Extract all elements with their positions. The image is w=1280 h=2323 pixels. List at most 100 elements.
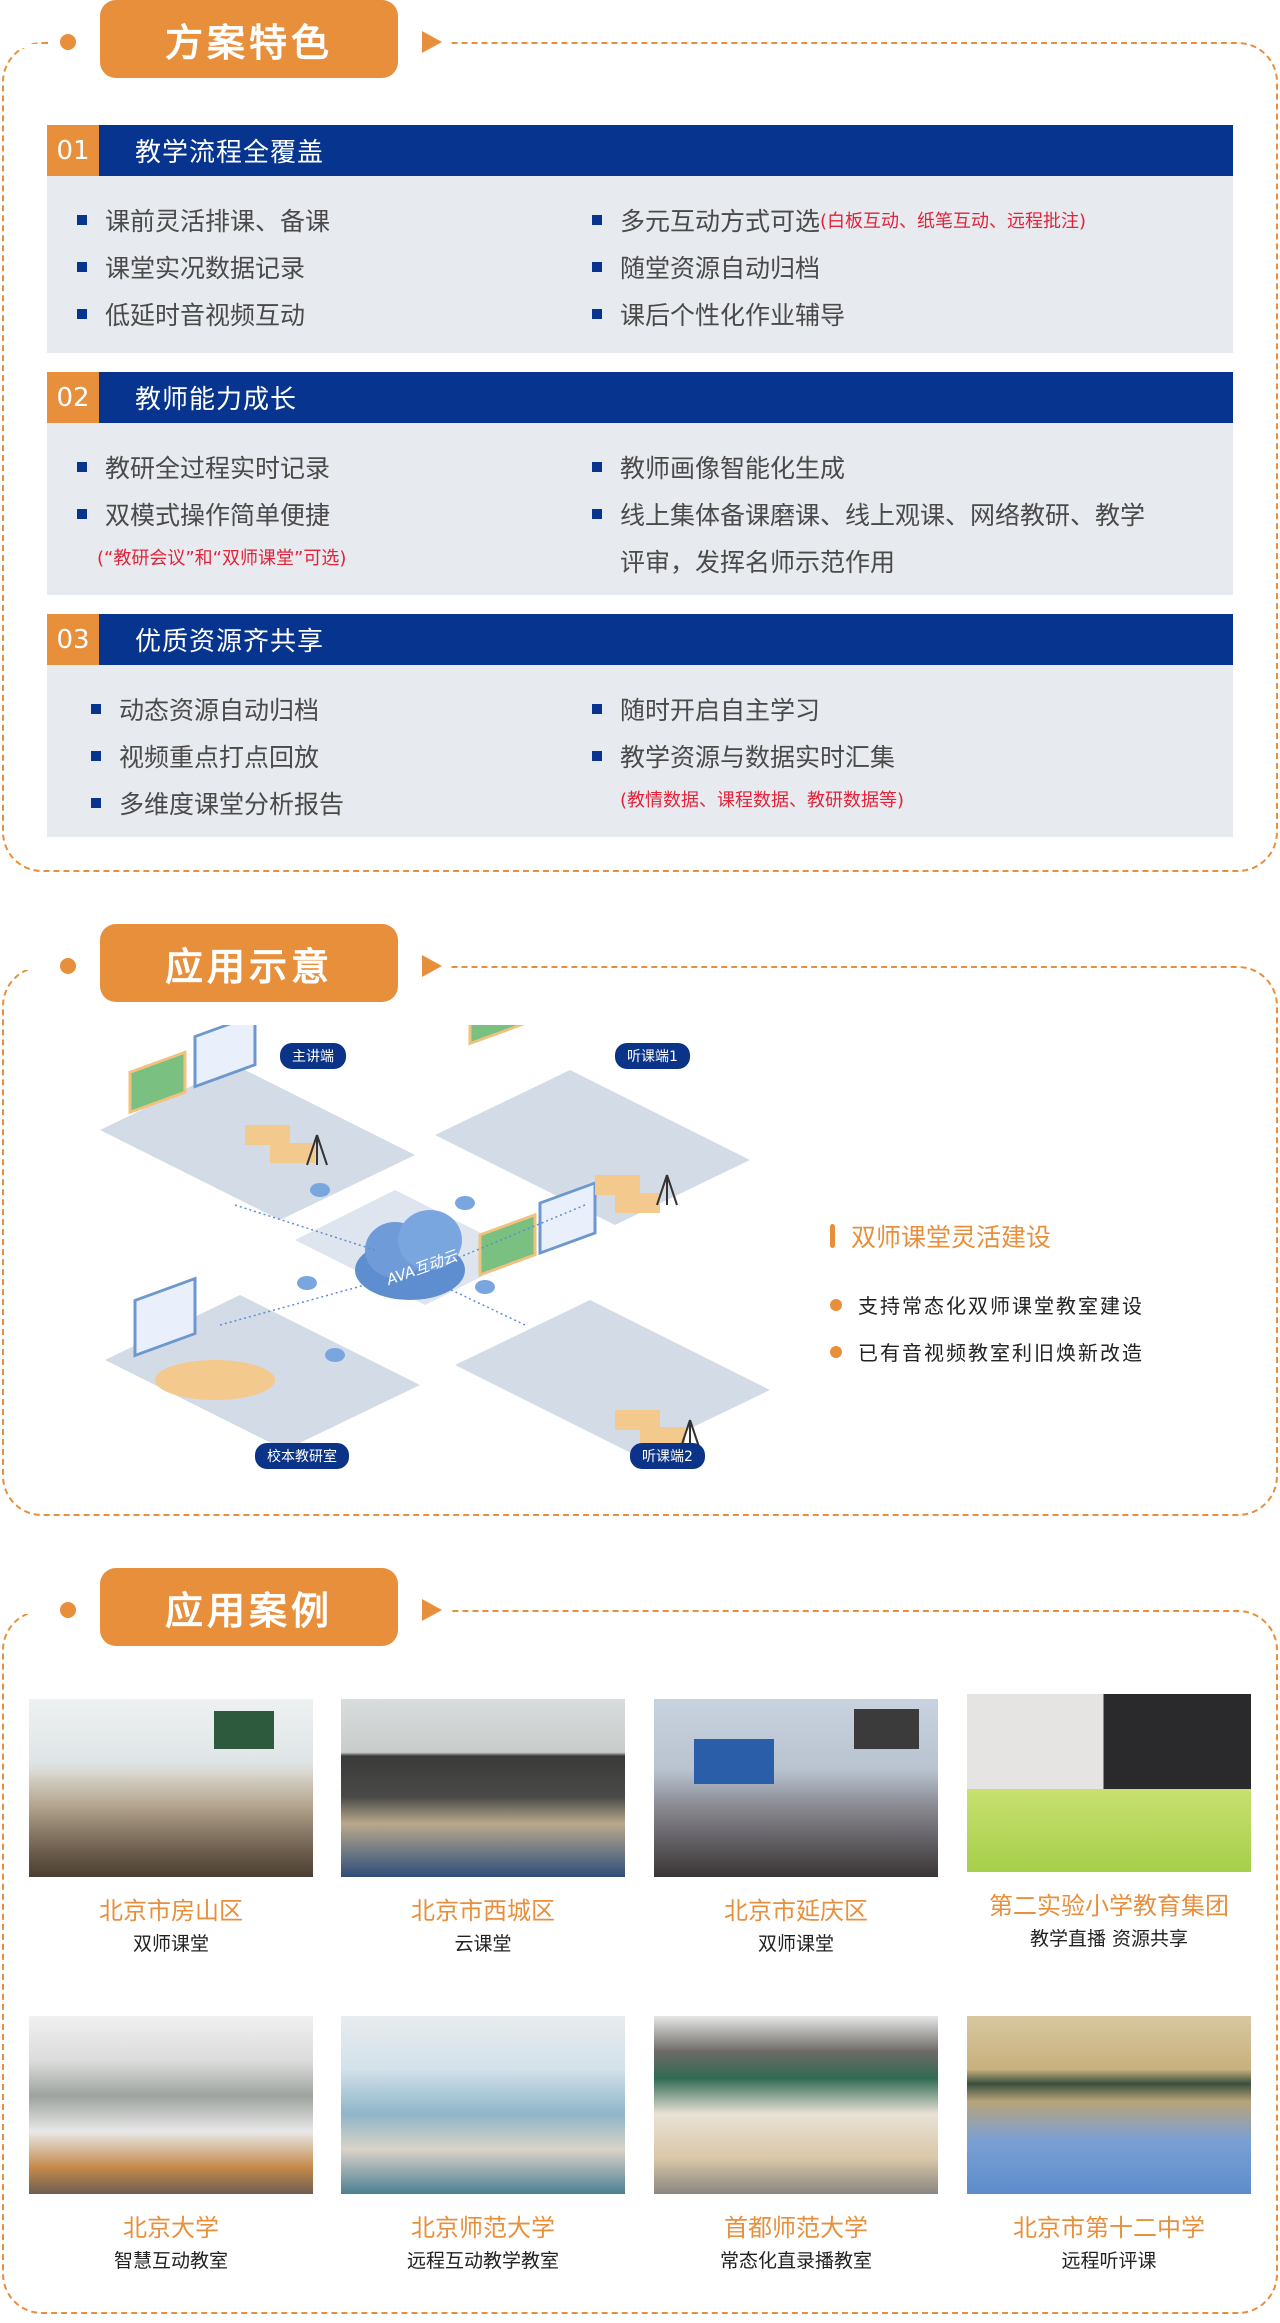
bullet-square-icon: [91, 750, 101, 761]
case-name: 北京市房山区: [99, 1897, 243, 1925]
feature-note: (“教研会议”和“双师课堂”可选): [97, 548, 347, 569]
feature-note: (教情数据、课程数据、教研数据等): [620, 790, 905, 811]
case-photo: [29, 2016, 313, 2194]
feature-item: 多维度课堂分析报告: [91, 779, 344, 826]
feature-item: 动态资源自动归档: [91, 685, 344, 732]
block-number: 01: [47, 125, 99, 176]
isometric-classrooms-illustration: AVA互动云: [100, 940, 770, 1455]
block-title: 优质资源齐共享: [135, 627, 325, 657]
case-card[interactable]: 北京市西城区 云课堂: [341, 1699, 625, 1956]
case-name: 北京市第十二中学: [1013, 2214, 1205, 2242]
bullet-square-icon: [592, 261, 602, 272]
label-listen-classroom-1: 听课端1: [615, 1043, 690, 1069]
bullet-square-icon: [91, 797, 101, 808]
application-header: 应用示意: [0, 924, 1280, 1004]
feature-block-03: 03 优质资源齐共享 动态资源自动归档 视频重点打点回放 多维度课堂分析报告 随…: [47, 614, 1233, 837]
case-description: 远程听评课: [1061, 2250, 1157, 2272]
feature-item: 双模式操作简单便捷: [77, 490, 346, 537]
block-header: 02 教师能力成长: [47, 372, 1233, 423]
section-title: 应用示意: [100, 924, 398, 1002]
case-photo: [341, 1699, 625, 1877]
feature-item: 教学资源与数据实时汇集: [592, 732, 904, 779]
block-header: 03 优质资源齐共享: [47, 614, 1233, 665]
feature-block-01: 01 教学流程全覆盖 课前灵活排课、备课 课堂实况数据记录 低延时音视频互动 多…: [47, 125, 1233, 353]
case-card[interactable]: 北京市房山区 双师课堂: [29, 1699, 313, 1956]
case-name: 首都师范大学: [724, 2214, 868, 2242]
case-name: 北京师范大学: [411, 2214, 555, 2242]
feature-note: (白板互动、纸笔互动、远程批注): [820, 210, 1087, 232]
bullet-square-icon: [77, 308, 87, 319]
header-dot-icon: [60, 958, 76, 974]
cases-frame: [2, 1610, 1278, 2314]
case-photo: [967, 1694, 1251, 1872]
bullet-dot-icon: [830, 1345, 842, 1358]
feature-item: 低延时音视频互动: [77, 290, 330, 337]
cloud-icon: AVA互动云: [355, 1210, 465, 1300]
label-research-room: 校本教研室: [255, 1443, 349, 1469]
bullet-square-icon: [77, 461, 87, 472]
feature-item: 随堂资源自动归档: [592, 243, 1086, 290]
feature-item: 教研全过程实时记录: [77, 443, 346, 490]
block-title: 教学流程全覆盖: [135, 138, 325, 168]
header-dot-icon: [60, 1602, 76, 1618]
case-card[interactable]: 北京大学 智慧互动教室: [29, 2016, 313, 2273]
case-name: 北京市西城区: [411, 1897, 555, 1925]
case-photo: [654, 1699, 938, 1877]
case-description: 双师课堂: [132, 1933, 209, 1955]
case-name: 第二实验小学教育集团: [989, 1892, 1229, 1920]
arrow-triangle-icon: [422, 31, 442, 53]
case-description: 远程互动教学教室: [406, 2250, 559, 2272]
feature-item: 课后个性化作业辅导: [592, 290, 1086, 337]
info-heading: 双师课堂灵活建设: [830, 1218, 1144, 1254]
section-title: 应用案例: [100, 1568, 398, 1646]
case-description: 教学直播 资源共享: [1029, 1928, 1189, 1950]
feature-item: 课前灵活排课、备课: [77, 196, 330, 243]
case-description: 常态化直录播教室: [719, 2250, 872, 2272]
bullet-square-icon: [592, 461, 602, 472]
block-number: 02: [47, 372, 99, 423]
case-card[interactable]: 北京市延庆区 双师课堂: [654, 1699, 938, 1956]
header-dot-icon: [60, 34, 76, 50]
case-description: 双师课堂: [757, 1933, 834, 1955]
case-card[interactable]: 北京市第十二中学 远程听评课: [967, 2016, 1251, 2273]
section-title: 方案特色: [100, 0, 398, 78]
case-name: 北京大学: [123, 2214, 219, 2242]
bullet-square-icon: [77, 508, 87, 519]
feature-item-continuation: 评审，发挥名师示范作用: [620, 547, 896, 577]
case-description: 智慧互动教室: [113, 2250, 228, 2272]
case-photo: [341, 2016, 625, 2194]
case-card[interactable]: 北京师范大学 远程互动教学教室: [341, 2016, 625, 2273]
application-info: 双师课堂灵活建设 支持常态化双师课堂教室建设 已有音视频教室利旧焕新改造: [830, 1218, 1144, 1366]
case-card[interactable]: 第二实验小学教育集团 教学直播 资源共享: [967, 1694, 1251, 1951]
bullet-dot-icon: [830, 1298, 842, 1311]
label-main-classroom: 主讲端: [280, 1043, 346, 1069]
case-photo: [29, 1699, 313, 1877]
block-title: 教师能力成长: [135, 385, 298, 415]
arrow-triangle-icon: [422, 1599, 442, 1621]
info-point: 已有音视频教室利旧焕新改造: [830, 1337, 1144, 1366]
bullet-square-icon: [77, 214, 87, 225]
feature-item: 视频重点打点回放: [91, 732, 344, 779]
bullet-square-icon: [91, 703, 101, 714]
block-header: 01 教学流程全覆盖: [47, 125, 1233, 176]
feature-block-02: 02 教师能力成长 教研全过程实时记录 双模式操作简单便捷 (“教研会议”和“双…: [47, 372, 1233, 595]
bullet-square-icon: [77, 261, 87, 272]
info-point: 支持常态化双师课堂教室建设: [830, 1290, 1144, 1319]
application-frame: [2, 966, 1278, 1516]
feature-item: 随时开启自主学习: [592, 685, 904, 732]
arrow-triangle-icon: [422, 955, 442, 977]
cases-header: 应用案例: [0, 1568, 1280, 1648]
feature-item: 课堂实况数据记录: [77, 243, 330, 290]
bullet-square-icon: [592, 214, 602, 225]
feature-item: 多元互动方式可选(白板互动、纸笔互动、远程批注): [592, 196, 1086, 243]
feature-item: 线上集体备课磨课、线上观课、网络教研、教学: [592, 490, 1145, 537]
case-description: 云课堂: [454, 1933, 512, 1955]
bullet-square-icon: [592, 308, 602, 319]
features-section: 方案特色 01 教学流程全覆盖 课前灵活排课、备课 课堂实况数据记录 低延时音视…: [0, 0, 1280, 880]
features-header: 方案特色: [0, 0, 1280, 80]
dual-teacher-diagram: AVA互动云 主讲端 听课端1 校本教研室 听课端2: [95, 940, 785, 1485]
block-number: 03: [47, 614, 99, 665]
features-frame: [2, 42, 1278, 872]
case-name: 北京市延庆区: [724, 1897, 868, 1925]
case-card[interactable]: 首都师范大学 常态化直录播教室: [654, 2016, 938, 2273]
